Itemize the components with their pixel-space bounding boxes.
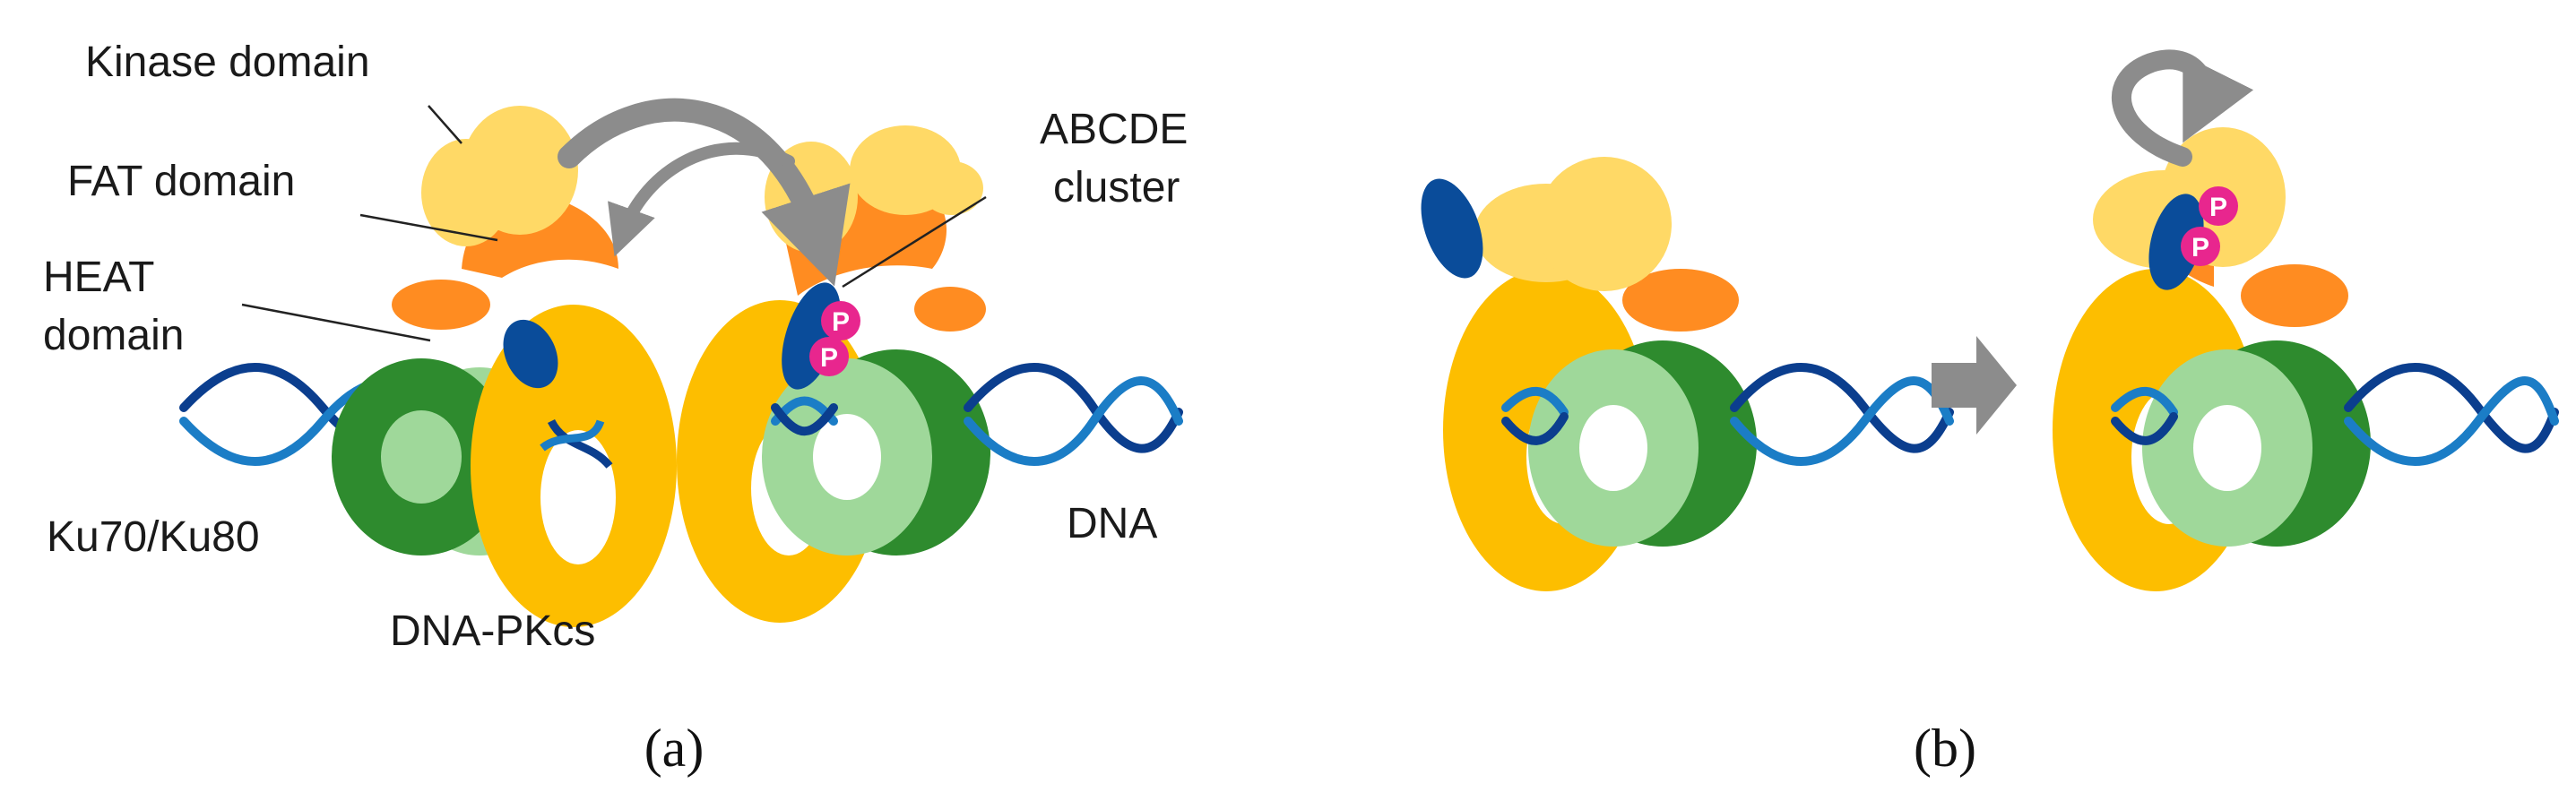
- svg-text:P: P: [820, 343, 838, 373]
- trans-phosphorylation-arrows: [558, 98, 851, 287]
- label-abcde-1: ABCDE: [1040, 106, 1188, 153]
- dna-helix-right: [771, 363, 1183, 466]
- phospho-marker-b2: P: [2181, 227, 2220, 266]
- caption-a: (a): [644, 719, 705, 778]
- svg-text:P: P: [832, 307, 850, 337]
- dna-pkcs-ring-left: [471, 305, 677, 627]
- phospho-marker-b1: P: [2199, 186, 2238, 226]
- label-heat-domain-1: HEAT: [43, 254, 154, 301]
- phospho-marker-a2: P: [809, 337, 849, 376]
- transition-arrow: [1932, 336, 2017, 435]
- label-heat-domain-2: domain: [43, 312, 184, 359]
- label-leader-lines: [241, 105, 987, 342]
- label-dna-pkcs: DNA-PKcs: [390, 607, 595, 655]
- caption-b: (b): [1914, 719, 1976, 778]
- label-fat-domain: FAT domain: [67, 158, 295, 205]
- svg-text:P: P: [2209, 193, 2227, 222]
- svg-text:P: P: [2191, 233, 2209, 263]
- b1-dna-pkcs: [1421, 157, 1757, 591]
- ku-dimer-right: [762, 349, 990, 556]
- cis-phosphorylation-arrow: [2112, 49, 2254, 167]
- label-dna: DNA: [1067, 500, 1157, 547]
- label-ku: Ku70/Ku80: [47, 513, 260, 561]
- phospho-marker-a1: P: [821, 301, 860, 340]
- label-abcde-2: cluster: [1053, 164, 1180, 211]
- panel-b: P P (b): [1421, 49, 2559, 778]
- b1-dna-helix: [1501, 363, 1954, 466]
- label-kinase-domain: Kinase domain: [85, 39, 370, 86]
- b2-dna-helix: [2111, 363, 2559, 466]
- left-top-domains: [392, 106, 618, 330]
- panel-a: P P Kinase domain FAT domain HEAT domain…: [43, 39, 1188, 778]
